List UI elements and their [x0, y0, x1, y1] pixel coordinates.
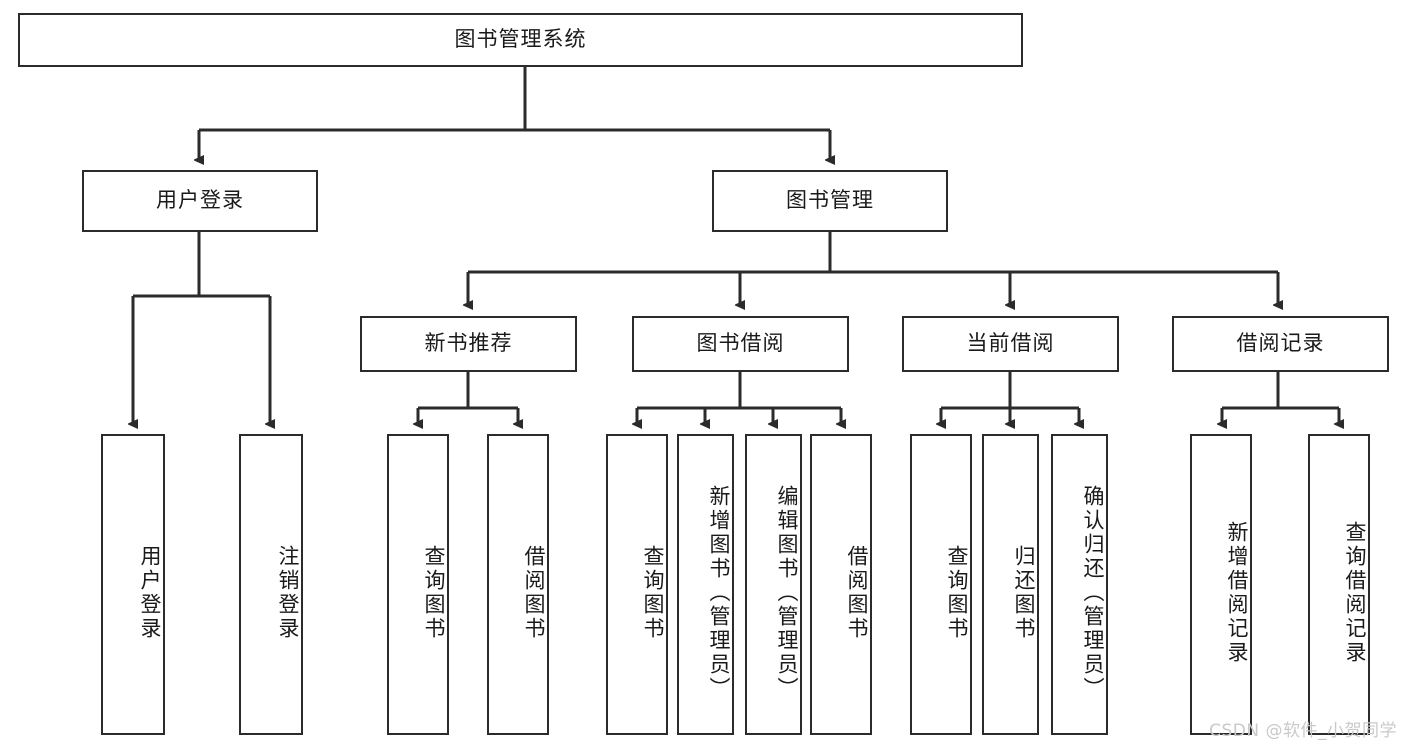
leaf-add-borrow-record[interactable]: 新增借阅记录 [1190, 434, 1252, 735]
node-label: 查询图书 [422, 544, 446, 641]
node-label: 借阅图书 [522, 544, 546, 641]
node-label: 图书借阅 [696, 331, 785, 356]
leaf-query-borrow-record[interactable]: 查询借阅记录 [1308, 434, 1370, 735]
node-label: 图书管理 [786, 188, 874, 213]
leaf-return-book[interactable]: 归还图书 [982, 434, 1039, 735]
node-user-login[interactable]: 用户登录 [82, 170, 318, 232]
node-book-management[interactable]: 图书管理 [712, 170, 948, 232]
leaf-logout[interactable]: 注销登录 [239, 434, 303, 735]
node-borrow-record[interactable]: 借阅记录 [1172, 316, 1389, 372]
leaf-edit-book-admin[interactable]: 编辑图书（管理员） [745, 434, 802, 735]
node-label: 查询借阅记录 [1343, 520, 1367, 665]
leaf-query-book-current[interactable]: 查询图书 [910, 434, 972, 735]
node-current-borrow[interactable]: 当前借阅 [902, 316, 1119, 372]
leaf-borrow-book-recommend[interactable]: 借阅图书 [487, 434, 549, 735]
node-label: 当前借阅 [966, 331, 1055, 356]
node-book-borrow[interactable]: 图书借阅 [632, 316, 849, 372]
node-label: 用户登录 [156, 188, 244, 213]
node-label: 查询图书 [641, 544, 665, 641]
node-label: 注销登录 [276, 544, 300, 641]
node-label: 新增图书（管理员） [707, 484, 731, 701]
leaf-user-login[interactable]: 用户登录 [101, 434, 165, 735]
leaf-add-book-admin[interactable]: 新增图书（管理员） [677, 434, 734, 735]
node-new-book-recommend[interactable]: 新书推荐 [360, 316, 577, 372]
node-label: 查询图书 [945, 544, 969, 641]
node-label: 用户登录 [138, 544, 162, 641]
node-label: 借阅图书 [845, 544, 869, 641]
node-label: 图书管理系统 [454, 27, 587, 52]
node-root-book-management-system[interactable]: 图书管理系统 [18, 13, 1023, 67]
leaf-query-book-recommend[interactable]: 查询图书 [387, 434, 449, 735]
leaf-query-book-borrow[interactable]: 查询图书 [606, 434, 668, 735]
node-label: 确认归还（管理员） [1081, 484, 1105, 701]
node-label: 编辑图书（管理员） [775, 484, 799, 701]
node-label: 新书推荐 [424, 331, 513, 356]
leaf-borrow-book[interactable]: 借阅图书 [810, 434, 872, 735]
node-label: 新增借阅记录 [1225, 520, 1249, 665]
leaf-confirm-return-admin[interactable]: 确认归还（管理员） [1051, 434, 1108, 735]
watermark-text: CSDN @软件_小贺同学 [1209, 721, 1397, 741]
node-label: 借阅记录 [1236, 331, 1325, 356]
node-label: 归还图书 [1012, 544, 1036, 641]
